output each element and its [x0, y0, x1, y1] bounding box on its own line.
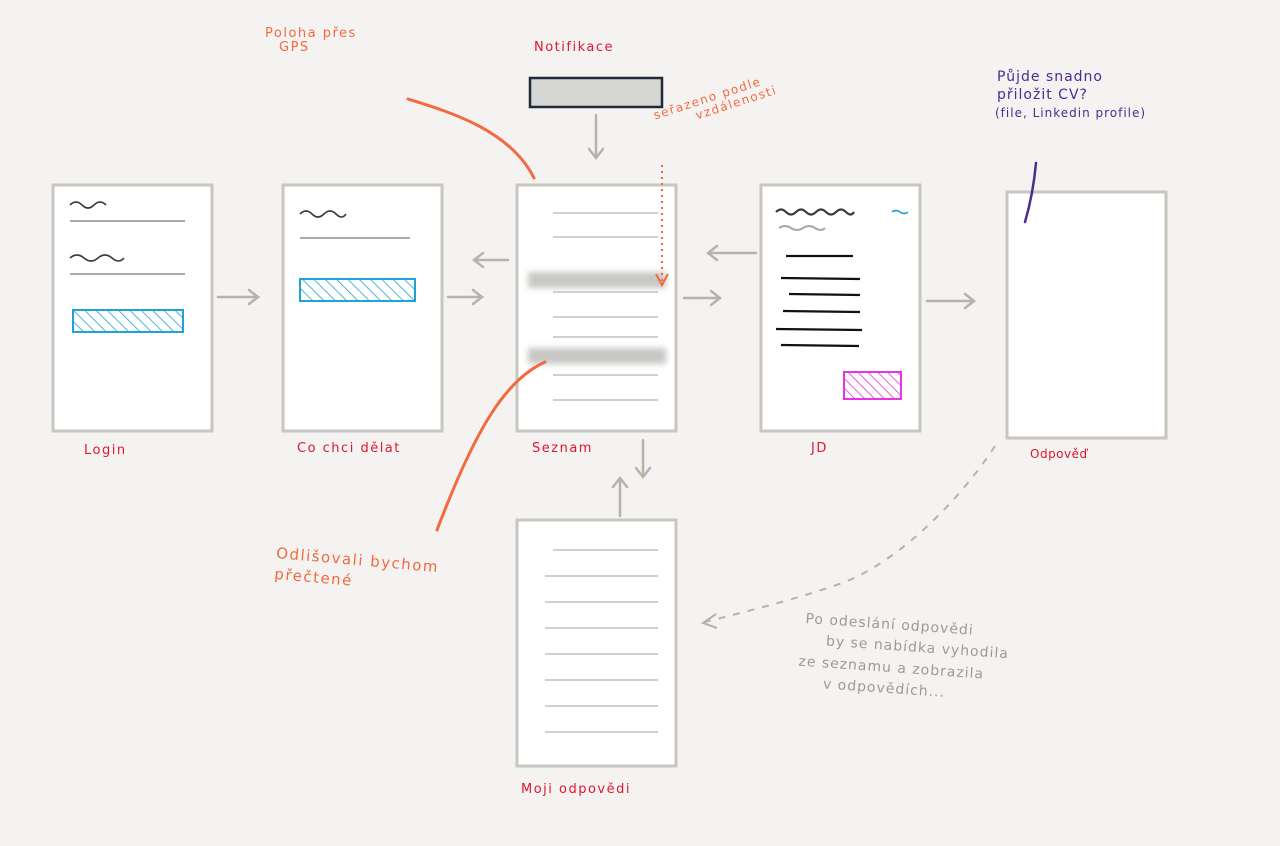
arrow-replies-to-list [611, 475, 629, 518]
arrow-notification-to-list [587, 113, 605, 161]
label-notifikace: Notifikace [534, 40, 614, 55]
screen-seznam [515, 183, 678, 433]
annotation-cv-line-3: (file, Linkedin profile) [995, 105, 1147, 120]
annotation-poloha-line-1: Poloha přes [265, 26, 357, 41]
screen-co-chci-delat [281, 183, 444, 433]
notification-bar [528, 76, 664, 109]
screen-odpoved [1005, 190, 1168, 440]
arrow-choice-to-list [446, 288, 485, 306]
arrow-login-to-choice [216, 288, 261, 306]
label-co-chci-delat: Co chci dělat [297, 441, 401, 456]
scribble-line [69, 201, 107, 209]
annotation-poloha-line-2: GPS [279, 40, 310, 56]
label-odpoved: Odpověď [1030, 447, 1088, 461]
screen-jd [759, 183, 922, 433]
label-jd: JD [811, 441, 828, 456]
read-item-highlight [528, 272, 666, 288]
annotation-poloha: Poloha přes GPS [265, 26, 357, 56]
screen-login [51, 183, 214, 433]
arrow-list-to-jd [682, 289, 723, 307]
dashed-arrow-head [700, 613, 718, 629]
annotation-cv: Půjde snadno přiložit CV? (file, Linkedi… [995, 69, 1147, 120]
leader-line-read [435, 360, 547, 532]
sorted-arrow-head [655, 273, 669, 288]
annotation-cv-line-1: Půjde snadno [997, 69, 1103, 85]
scribble-line [69, 254, 125, 262]
read-item-highlight [528, 348, 666, 364]
label-moje-odpovedi: Moji odpovědi [521, 782, 631, 797]
flow-arrows [216, 113, 977, 518]
label-seznam: Seznam [532, 441, 593, 456]
arrow-list-back [471, 251, 510, 269]
screen-moje-odpovedi [515, 518, 678, 768]
arrow-list-to-replies [634, 438, 652, 480]
apply-button-sketch [843, 371, 902, 400]
leader-line-gps [406, 97, 536, 180]
label-login: Login [84, 443, 127, 458]
arrow-jd-back [705, 244, 758, 262]
choice-button-sketch [299, 278, 416, 302]
leader-line-cv [1023, 161, 1038, 224]
login-button-sketch [72, 309, 184, 333]
dashed-arrow-reply-to-replies [704, 445, 996, 623]
annotation-cv-line-2: přiložit CV? [997, 87, 1088, 104]
arrow-jd-to-reply [925, 292, 977, 310]
annotation-po-odeslani: Po odeslání odpovědi by se nabídka vyhod… [798, 611, 1010, 706]
